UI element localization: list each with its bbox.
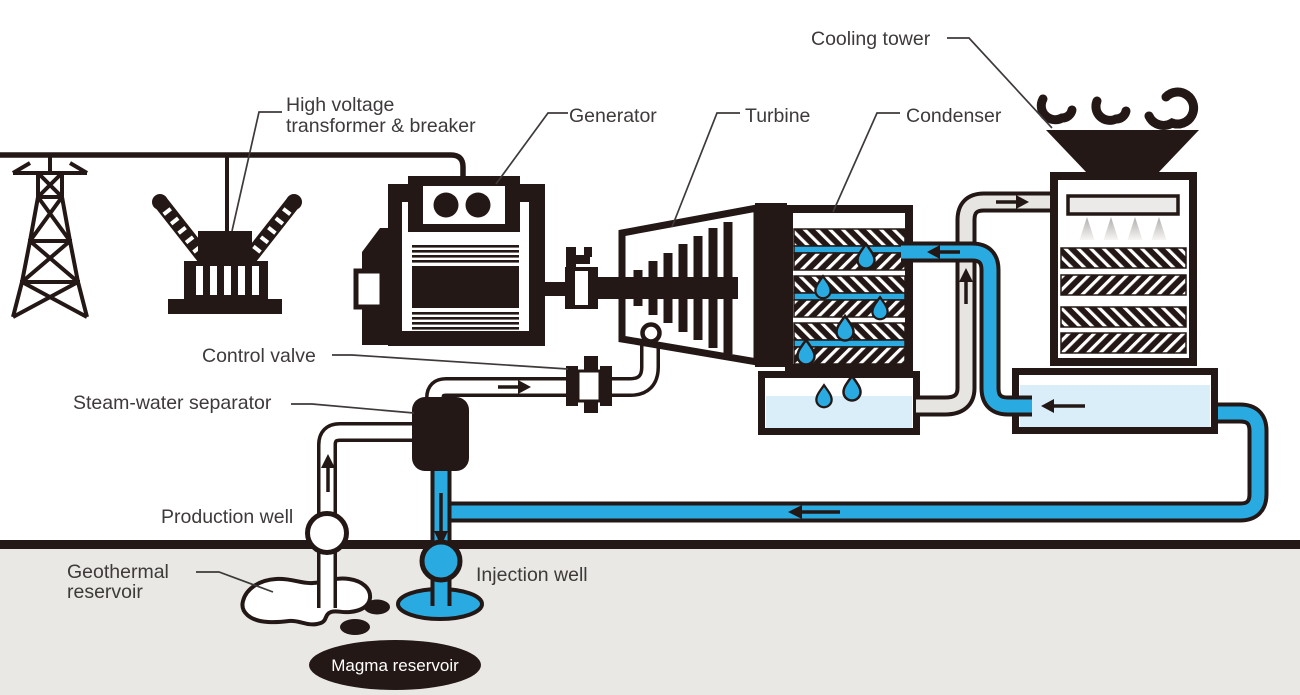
steam-pipe [425, 341, 660, 402]
leader-cooling-tower [947, 37, 1053, 129]
condenser-icon [785, 205, 913, 372]
turbine-icon [596, 203, 787, 367]
label-turbine: Turbine [745, 105, 810, 127]
production-well-icon [305, 511, 349, 555]
flow-arrow-to-tower-right [996, 195, 1029, 209]
leader-separator [291, 403, 415, 414]
ground [0, 540, 1300, 695]
leader-geothermal [196, 571, 274, 593]
label-high-voltage-1: High voltage [286, 94, 394, 116]
cold-water-pipe [901, 241, 1032, 417]
label-high-voltage-2: transformer & breaker [286, 115, 476, 137]
label-separator: Steam-water separator [73, 392, 272, 414]
transmission-tower-icon [11, 155, 89, 319]
separator-icon [412, 397, 469, 471]
label-injection-well: Injection well [476, 564, 588, 586]
leader-condenser [832, 112, 900, 213]
geothermal-reservoir-shape [240, 576, 373, 627]
flow-arrow-production-up [321, 454, 335, 492]
flow-arrow-steam-right [498, 380, 531, 394]
flow-arrow-coldwater-left [927, 245, 960, 259]
cooling-tower-basin [1012, 368, 1218, 434]
control-valve-icon [566, 356, 612, 413]
label-generator: Generator [569, 105, 657, 127]
flow-arrow-condensate-up [959, 268, 973, 304]
label-cooling-tower: Cooling tower [811, 28, 931, 50]
transformer-icon [152, 155, 302, 314]
label-condenser: Condenser [906, 105, 1002, 127]
leader-high-voltage [231, 111, 282, 232]
label-magma-reservoir: Magma reservoir [331, 656, 459, 675]
label-control-valve: Control valve [202, 345, 316, 367]
label-geothermal-1: Geothermal [67, 561, 169, 583]
leader-lines [196, 37, 1053, 593]
return-pipe [441, 402, 1269, 523]
injection-well-icon [419, 539, 463, 583]
cooling-tower-icon [1046, 130, 1199, 366]
generator-icon [353, 176, 598, 346]
label-production-well: Production well [161, 506, 293, 528]
production-pipe [317, 422, 412, 608]
flow-arrow-injection-down [434, 493, 448, 546]
leader-generator [495, 112, 568, 185]
flow-arrow-basin-out-left [1041, 399, 1085, 413]
flow-arrow-return-left [788, 505, 840, 519]
power-line [0, 152, 466, 186]
leader-turbine [671, 112, 740, 228]
leader-control-valve [332, 354, 569, 370]
steam-puffs-icon [1036, 87, 1199, 130]
condenser-basin [758, 371, 920, 435]
label-geothermal-2: reservoir [67, 581, 143, 603]
